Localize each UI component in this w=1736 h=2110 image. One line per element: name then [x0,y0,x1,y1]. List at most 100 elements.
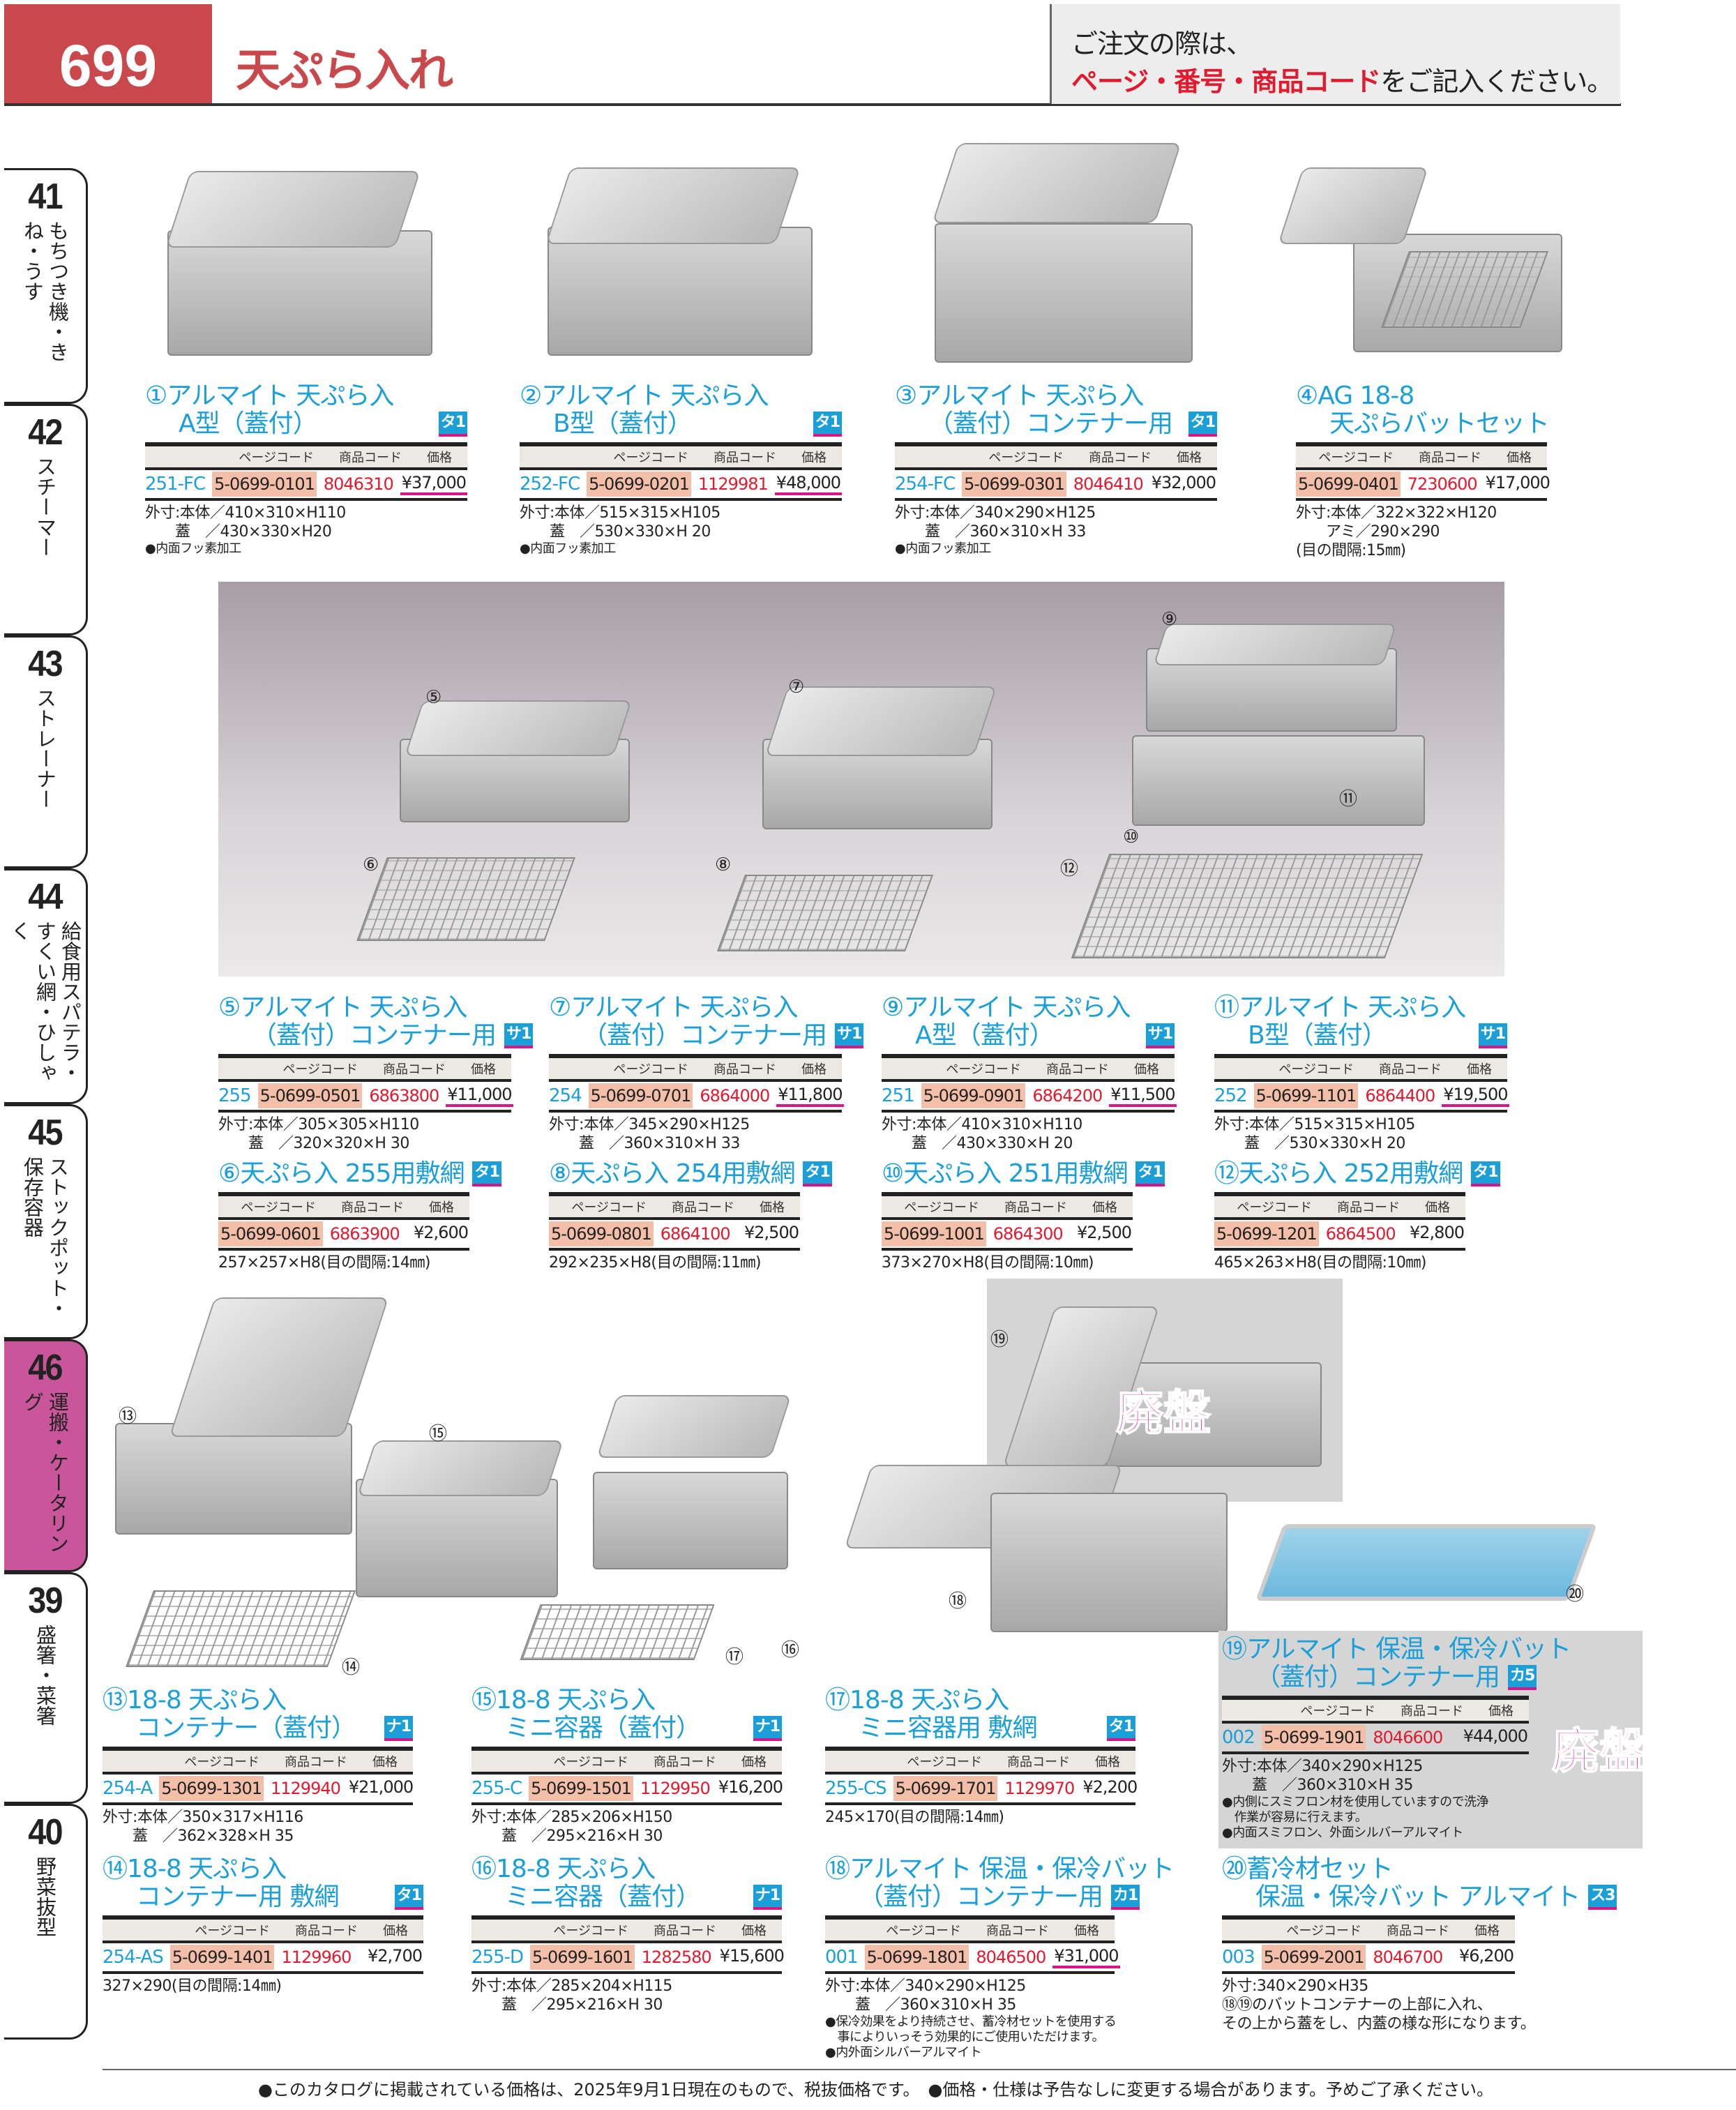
delivery-badge: ナ1 [753,1716,782,1741]
title-text: アルマイト 天ぷら入 [240,993,467,1022]
tab-number: 44 [28,877,63,917]
price: ¥2,500 [1077,1223,1132,1242]
table-header: ページコード商品コード価格 [103,1751,413,1774]
specs: 外寸:本体／340×290×H125 蓋 ／360×310×H 35●保冷効果を… [825,1977,1117,2060]
table-header: ページコード商品コード価格 [1214,1058,1507,1082]
spec-line: 257×257×H8(目の間隔:14㎜) [218,1254,430,1272]
header-item_code: 商品コード [285,1755,347,1770]
header-price: 価格 [1474,1924,1500,1938]
page-code: 251 [882,1085,915,1106]
tab-number: 41 [28,176,63,217]
page-code: 254-AS [103,1947,164,1968]
table-header: ページコード商品コード価格 [549,1058,842,1082]
product-code: 6864100 [660,1224,731,1244]
title-text: （蓋付）コンテナー用 [928,409,1173,438]
delivery-badge: カ1 [1111,1885,1140,1910]
note-line: ●内面フッ素加工 [145,541,241,556]
delivery-badge: ス3 [1588,1885,1617,1910]
title-text: 蓄冷材セット [1246,1855,1394,1883]
item-number: ⑦ [549,993,571,1022]
photo-callout-number: ⑧ [715,854,732,875]
photo-callout-number: ⑩ [1123,827,1140,847]
photo-callout-number: ⑰ [725,1647,744,1668]
table-header: ページコード商品コード価格 [471,1751,782,1774]
delivery-badge: タ1 [394,1885,423,1910]
header-price: 価格 [383,1924,408,1938]
title-text: アルマイト 天ぷら入 [167,382,394,410]
header-item_code: 商品コード [1004,1200,1067,1215]
header-item_code: 商品コード [1337,1200,1400,1215]
delivery-badge: タ1 [1471,1161,1500,1186]
note-line: 事によりいっそう効果的にご使用いただけます。 [825,2030,1104,2044]
price: ¥32,000 [1151,473,1216,492]
title-text: ミニ容器用 敷網 [859,1714,1037,1742]
tab-number: 42 [28,412,63,453]
spec-line: 蓋 ／430×330×H20 [145,523,332,541]
page-code: 254 [549,1085,582,1106]
specs: 292×235×H8(目の間隔:11㎜) [549,1253,800,1272]
header-page_code: ページコード [1286,1924,1361,1938]
item-number: ⑩ [882,1159,904,1188]
product-code: 1129970 [1004,1779,1075,1798]
title-line: （蓋付）コンテナー用カ5 [1222,1664,1537,1691]
spec-line: 蓋 ／430×330×H 20 [882,1135,1073,1152]
item-number: ⑲ [1222,1635,1247,1664]
photo-callout-number: ⑮ [429,1424,448,1445]
header-item_code: 商品コード [1419,451,1481,465]
price: ¥11,500 [1109,1085,1177,1107]
price: ¥17,000 [1485,473,1550,492]
page-code: 001 [825,1947,859,1968]
spec-line: 蓋 ／360×310×H 35 [825,1996,1016,2014]
spec-line: 245×170(目の間隔:14㎜) [825,1809,1004,1826]
delivery-badge: サ1 [504,1023,534,1048]
page-code: 255-CS [825,1778,887,1799]
product-code: 6864200 [1032,1086,1103,1106]
table-header: ページコード商品コード価格 [825,1751,1135,1774]
table-header: ページコード商品コード価格 [1214,1196,1465,1220]
title-line: コンテナー用 敷網タ1 [103,1883,423,1911]
header-page_code: ページコード [946,1062,1021,1077]
title-text: B型（蓋付） [553,409,693,438]
delivery-badge: タ1 [803,1161,832,1186]
delivery-badge: タ1 [472,1161,501,1186]
header-item_code: 商品コード [654,1755,716,1770]
title-text: A型（蓋付） [179,409,318,438]
catalog-number: 5-0699-1901 [1261,1725,1366,1750]
price: ¥11,800 [776,1085,844,1107]
catalog-number: 5-0699-0401 [1296,472,1401,497]
table-header: ページコード商品コード価格 [471,1920,782,1943]
table-header: ページコード商品コード価格 [520,446,842,470]
item-number: ④ [1296,382,1318,410]
discontinued-stamp: 廃盤 [1551,1724,1647,1780]
catalog-number: 5-0699-0301 [962,472,1066,497]
